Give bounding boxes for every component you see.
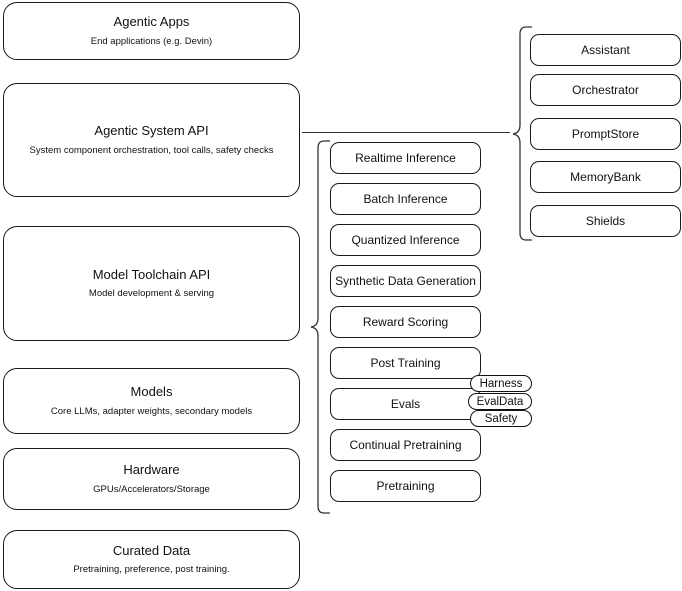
layer-title: Hardware <box>123 462 180 478</box>
layer-title: Models <box>130 384 173 400</box>
brace-agentic-system <box>512 26 532 241</box>
pill-label: Harness <box>479 377 523 390</box>
layer-subtitle: End applications (e.g. Devin) <box>90 35 213 47</box>
component-label: Shields <box>585 213 626 228</box>
pill-harness[interactable]: Harness <box>470 375 532 392</box>
component-evals[interactable]: Evals <box>330 388 481 420</box>
layer-subtitle: GPUs/Accelerators/Storage <box>93 483 210 495</box>
connector-line-system-api <box>302 132 510 134</box>
component-quantized-inference[interactable]: Quantized Inference <box>330 224 481 256</box>
pill-label: EvalData <box>476 395 524 408</box>
component-memorybank[interactable]: MemoryBank <box>530 161 681 193</box>
component-label: Evals <box>390 396 421 411</box>
component-pretraining[interactable]: Pretraining <box>330 470 481 502</box>
component-reward-scoring[interactable]: Reward Scoring <box>330 306 481 338</box>
component-label: MemoryBank <box>570 169 641 184</box>
layer-title: Agentic Apps <box>113 14 190 30</box>
component-label: Continual Pretraining <box>349 437 462 452</box>
component-continual-pretraining[interactable]: Continual Pretraining <box>330 429 481 461</box>
layer-title: Agentic System API <box>94 123 209 139</box>
layer-title: Curated Data <box>112 542 191 558</box>
component-label: Pretraining <box>376 478 435 493</box>
layer-subtitle: Model development & serving <box>88 288 215 300</box>
layer-subtitle: Core LLMs, adapter weights, secondary mo… <box>50 405 253 417</box>
layer-agentic-apps[interactable]: Agentic Apps End applications (e.g. Devi… <box>3 2 300 60</box>
layer-model-toolchain-api[interactable]: Model Toolchain API Model development & … <box>3 226 300 341</box>
component-label: Batch Inference <box>363 191 448 206</box>
layer-title: Model Toolchain API <box>92 266 211 282</box>
component-label: Assistant <box>581 42 630 57</box>
layer-subtitle: System component orchestration, tool cal… <box>29 144 274 156</box>
component-assistant[interactable]: Assistant <box>530 34 681 66</box>
component-promptstore[interactable]: PromptStore <box>530 118 681 150</box>
layer-curated-data[interactable]: Curated Data Pretraining, preference, po… <box>3 530 300 589</box>
component-orchestrator[interactable]: Orchestrator <box>530 74 681 106</box>
layer-agentic-system-api[interactable]: Agentic System API System component orch… <box>3 83 300 197</box>
pill-label: Safety <box>484 412 518 425</box>
layer-subtitle: Pretraining, preference, post training. <box>73 564 230 576</box>
component-label: Post Training <box>370 355 441 370</box>
component-label: PromptStore <box>571 126 640 141</box>
component-label: Orchestrator <box>572 82 639 97</box>
component-label: Realtime Inference <box>355 150 456 165</box>
component-batch-inference[interactable]: Batch Inference <box>330 183 481 215</box>
component-label: Reward Scoring <box>362 314 449 329</box>
layer-hardware[interactable]: Hardware GPUs/Accelerators/Storage <box>3 448 300 510</box>
pill-safety[interactable]: Safety <box>470 410 532 427</box>
component-realtime-inference[interactable]: Realtime Inference <box>330 142 481 174</box>
component-shields[interactable]: Shields <box>530 205 681 237</box>
component-synthetic-data-generation[interactable]: Synthetic Data Generation <box>330 265 481 297</box>
brace-model-toolchain <box>310 140 330 514</box>
component-label: Synthetic Data Generation <box>335 273 476 288</box>
layer-models[interactable]: Models Core LLMs, adapter weights, secon… <box>3 368 300 434</box>
component-post-training[interactable]: Post Training <box>330 347 481 379</box>
component-label: Quantized Inference <box>351 232 460 247</box>
pill-evaldata[interactable]: EvalData <box>468 393 532 410</box>
